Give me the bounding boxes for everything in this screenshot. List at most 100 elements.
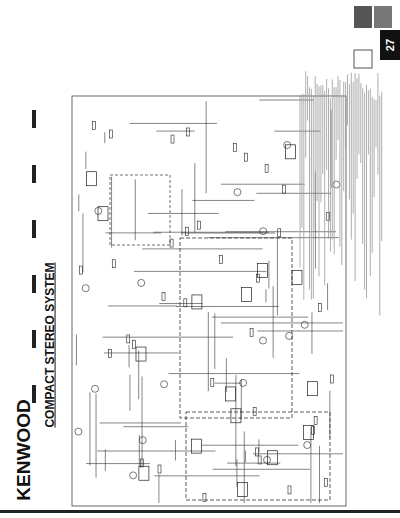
spec-text-line (351, 73, 352, 240)
transistor-symbol (240, 379, 247, 386)
resistor-symbol (244, 153, 247, 161)
wire (192, 200, 254, 201)
wire (142, 377, 143, 466)
resistor-symbol (257, 274, 260, 282)
spec-text-line (345, 82, 346, 147)
resistor-symbol (283, 185, 286, 193)
spec-text-line (341, 96, 342, 265)
ic-symbol (136, 347, 146, 361)
wire (154, 475, 259, 476)
spec-text-line (349, 84, 350, 199)
wire (123, 426, 188, 427)
wire (158, 474, 159, 503)
wire (142, 248, 262, 249)
wire (202, 445, 298, 446)
transistor-symbol (259, 337, 266, 344)
spec-text-line (364, 93, 365, 290)
transistor-symbol (92, 385, 99, 392)
resistor-symbol (265, 165, 268, 173)
transistor-symbol (130, 472, 137, 479)
resistor-symbol (140, 459, 143, 467)
wire (245, 450, 246, 462)
spec-text-line (347, 75, 348, 126)
margin-mark (32, 165, 36, 183)
spec-text-line (377, 73, 378, 175)
margin-mark (32, 330, 36, 348)
wire (181, 233, 275, 234)
resistor-symbol (158, 465, 161, 473)
resistor-symbol (162, 293, 165, 301)
spec-text-line (366, 85, 367, 298)
spec-text-line (328, 88, 329, 238)
resistor-symbol (256, 448, 259, 456)
resistor-symbol (112, 260, 115, 268)
page-number: 27 (384, 39, 396, 51)
wire (103, 337, 234, 338)
resistor-symbol (197, 221, 200, 229)
wire (82, 214, 83, 273)
resistor-symbol (203, 494, 206, 502)
spec-text-line (300, 95, 301, 267)
margin-mark (32, 110, 36, 128)
resistor-symbol (184, 299, 187, 307)
resistor-symbol (233, 143, 236, 151)
wire (85, 152, 86, 169)
ic-symbol (292, 271, 302, 285)
spec-text-line (315, 76, 316, 228)
wire (221, 184, 305, 185)
wire (206, 101, 207, 193)
wire (253, 453, 343, 454)
spec-text-line (374, 99, 375, 197)
wire (104, 352, 179, 353)
spec-text-line (322, 85, 323, 174)
wire (104, 132, 105, 143)
wire (96, 394, 97, 478)
wire (175, 440, 176, 461)
ic-symbol (139, 466, 149, 480)
wire (310, 427, 311, 503)
spec-text-line (336, 87, 337, 159)
wire (100, 422, 182, 423)
wire (319, 446, 320, 503)
wire (265, 289, 266, 302)
ic-symbol (231, 409, 241, 423)
wire (227, 463, 280, 464)
wire (130, 123, 217, 124)
wire (273, 286, 274, 358)
ic-symbol (307, 382, 317, 396)
ic-symbol (258, 263, 268, 277)
transistor-symbol (284, 142, 291, 149)
wire (159, 303, 202, 304)
resistor-symbol (171, 135, 174, 143)
spec-text-line (326, 79, 327, 170)
transistor-symbol (301, 321, 308, 328)
wire (169, 373, 300, 374)
transistor-symbol (161, 381, 168, 388)
wire (221, 322, 343, 323)
wire (135, 179, 136, 240)
ic-symbol (303, 425, 313, 439)
schematic-frame (72, 96, 346, 506)
spec-text-line (313, 96, 314, 299)
page-tab (380, 30, 400, 60)
wire (153, 232, 268, 233)
block-outline (110, 175, 170, 245)
spec-text-line (368, 91, 369, 155)
wire (215, 383, 241, 384)
resistor-symbol (80, 266, 83, 274)
resistor-symbol (220, 256, 223, 264)
spec-text-line (353, 82, 354, 213)
resistor-symbol (110, 130, 113, 138)
wire (97, 451, 215, 452)
spec-text-line (307, 76, 308, 121)
wire (78, 194, 79, 211)
wire (108, 305, 177, 306)
ic-symbol (242, 287, 252, 301)
transistor-symbol (234, 189, 241, 196)
wire (256, 193, 331, 194)
spec-text-line (311, 89, 312, 300)
page-title: COMPACT STEREO SYSTEM (43, 262, 57, 427)
margin-mark (32, 220, 36, 238)
resistor-symbol (314, 416, 317, 424)
